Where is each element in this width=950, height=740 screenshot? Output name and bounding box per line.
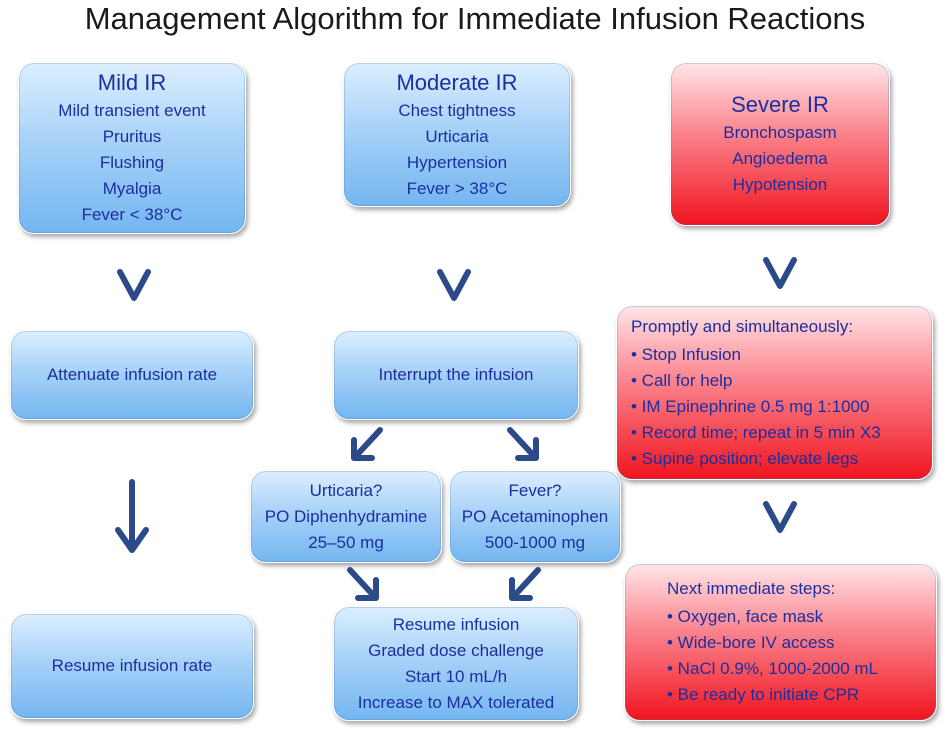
severe-ir-item: Angioedema bbox=[732, 149, 828, 168]
attenuate-rate-label: Attenuate infusion rate bbox=[46, 365, 218, 384]
prompt-action-item: • IM Epinephrine 0.5 mg 1:1000 bbox=[631, 396, 870, 416]
arrow-down-icon bbox=[763, 501, 797, 533]
fever-line: Fever? bbox=[508, 480, 562, 500]
arrow-down-right-icon bbox=[347, 567, 379, 601]
attenuate-rate-box: Attenuate infusion rate bbox=[10, 330, 254, 420]
moderate-ir-item: Fever > 38°C bbox=[406, 178, 508, 198]
fever-line: PO Acetaminophen bbox=[461, 506, 609, 526]
mild-ir-item: Pruritus bbox=[102, 127, 162, 146]
diagram-title: Management Algorithm for Immediate Infus… bbox=[84, 1, 866, 36]
fever-line: 500-1000 mg bbox=[484, 532, 586, 552]
moderate-ir-box: Moderate IR Chest tightness Urticaria Hy… bbox=[343, 62, 571, 207]
moderate-ir-item: Urticaria bbox=[425, 126, 489, 146]
resume-rate-label: Resume infusion rate bbox=[51, 656, 213, 675]
urticaria-line: PO Diphenhydramine bbox=[264, 506, 428, 526]
arrow-down-left-icon bbox=[509, 567, 541, 601]
mild-ir-item: Mild transient event bbox=[58, 101, 206, 120]
arrow-down-icon bbox=[117, 269, 151, 301]
interrupt-infusion-label: Interrupt the infusion bbox=[378, 365, 534, 384]
severe-ir-item: Hypotension bbox=[732, 175, 828, 194]
interrupt-infusion-box: Interrupt the infusion bbox=[333, 330, 579, 420]
resume-infusion-line: Resume infusion bbox=[392, 614, 520, 634]
fever-box: Fever? PO Acetaminophen 500-1000 mg bbox=[449, 470, 621, 563]
severe-ir-heading: Severe IR bbox=[731, 92, 829, 117]
arrow-down-icon bbox=[437, 269, 471, 301]
arrow-down-icon bbox=[115, 479, 149, 553]
resume-rate-box: Resume infusion rate bbox=[10, 613, 254, 719]
arrow-down-right-icon bbox=[507, 427, 539, 461]
mild-ir-item: Fever < 38°C bbox=[81, 205, 183, 224]
urticaria-box: Urticaria? PO Diphenhydramine 25–50 mg bbox=[250, 470, 442, 563]
next-step-item: • NaCl 0.9%, 1000-2000 mL bbox=[667, 659, 879, 678]
severe-ir-item: Bronchospasm bbox=[723, 123, 837, 142]
mild-ir-heading: Mild IR bbox=[97, 70, 167, 95]
resume-infusion-box: Resume infusion Graded dose challenge St… bbox=[333, 606, 579, 721]
next-step-item: • Oxygen, face mask bbox=[667, 607, 824, 626]
prompt-action-item: • Call for help bbox=[631, 370, 733, 390]
mild-ir-item: Myalgia bbox=[102, 179, 162, 198]
prompt-action-item: • Record time; repeat in 5 min X3 bbox=[631, 422, 881, 442]
moderate-ir-item: Chest tightness bbox=[398, 100, 516, 120]
resume-infusion-line: Graded dose challenge bbox=[368, 640, 544, 660]
severe-ir-box: Severe IR Bronchospasm Angioedema Hypote… bbox=[670, 62, 890, 226]
arrow-down-left-icon bbox=[351, 427, 383, 461]
urticaria-line: 25–50 mg bbox=[308, 532, 384, 552]
next-steps-box: Next immediate steps: • Oxygen, face mas… bbox=[624, 563, 937, 721]
mild-ir-box: Mild IR Mild transient event Pruritus Fl… bbox=[18, 62, 246, 234]
mild-ir-item: Flushing bbox=[99, 153, 165, 172]
moderate-ir-heading: Moderate IR bbox=[396, 69, 518, 95]
urticaria-line: Urticaria? bbox=[309, 480, 383, 500]
moderate-ir-item: Hypertension bbox=[406, 152, 508, 172]
next-steps-heading: Next immediate steps: bbox=[667, 579, 836, 598]
next-step-item: • Wide-bore IV access bbox=[667, 633, 835, 652]
prompt-actions-box: Promptly and simultaneously: • Stop Infu… bbox=[616, 305, 933, 480]
prompt-action-item: • Stop Infusion bbox=[631, 344, 741, 364]
resume-infusion-line: Start 10 mL/h bbox=[404, 666, 508, 686]
next-step-item: • Be ready to initiate CPR bbox=[667, 685, 860, 704]
arrow-down-icon bbox=[763, 257, 797, 289]
prompt-actions-heading: Promptly and simultaneously: bbox=[631, 316, 854, 336]
resume-infusion-line: Increase to MAX tolerated bbox=[357, 692, 555, 712]
prompt-action-item: • Supine position; elevate legs bbox=[631, 448, 859, 468]
